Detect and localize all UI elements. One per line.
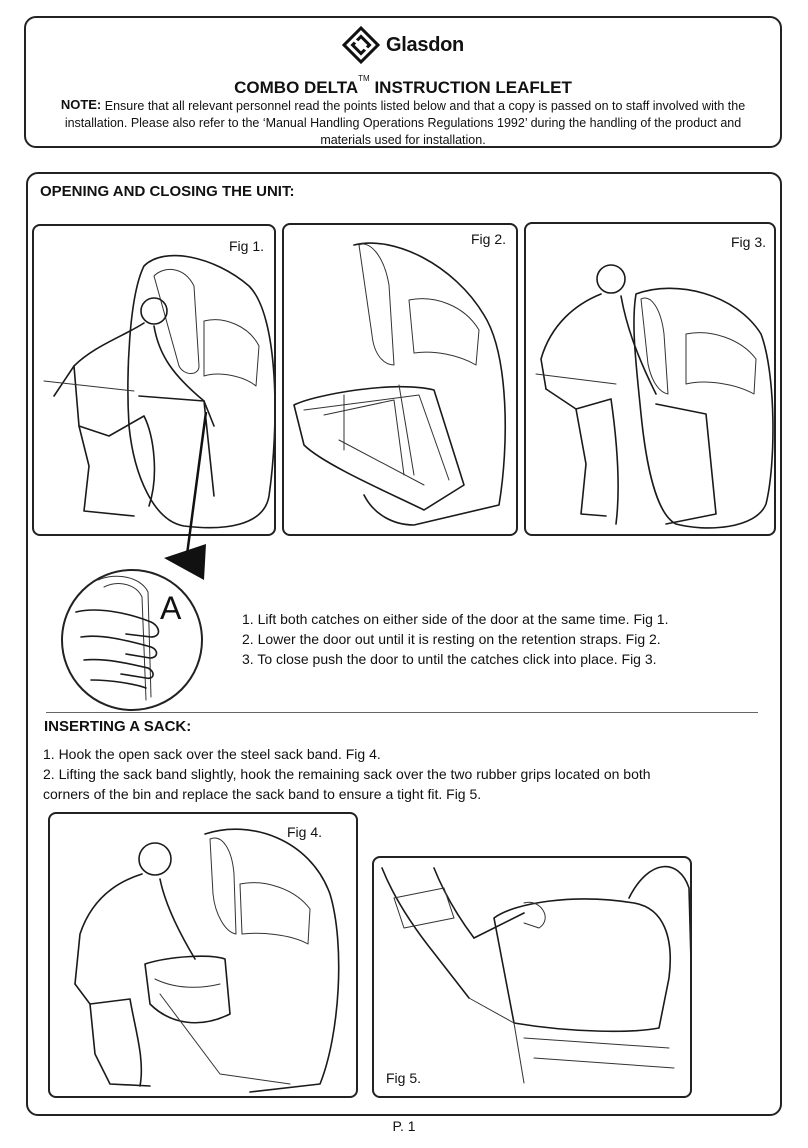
detail-a-illustration	[61, 412, 208, 711]
header-box: Glasdon COMBO DELTATM INSTRUCTION LEAFLE…	[24, 16, 782, 148]
fig3-illustration	[535, 264, 774, 529]
fig5-illustration	[381, 865, 690, 1084]
opening-step: 2. Lower the door out until it is restin…	[242, 631, 661, 647]
fig3-label: Fig 3.	[730, 234, 766, 250]
section-divider	[46, 712, 758, 713]
glasdon-logo-icon	[342, 26, 381, 64]
sack-step: corners of the bin and replace the sack …	[43, 786, 482, 802]
title-rest: INSTRUCTION LEAFLET	[369, 78, 572, 97]
opening-step: 3. To close push the door to until the c…	[242, 651, 657, 667]
fig4-illustration	[74, 828, 340, 1093]
note-text: Ensure that all relevant personnel read …	[64, 99, 746, 147]
sack-section-title: INSERTING A SACK:	[44, 718, 192, 735]
brand-name: Glasdon	[386, 33, 464, 56]
fig1-illustration	[43, 254, 274, 529]
title-product: COMBO DELTA	[234, 78, 359, 97]
fig3-panel: Fig 3.	[524, 222, 776, 536]
trademark-mark: TM	[358, 74, 370, 83]
fig2-label: Fig 2.	[470, 231, 506, 247]
document-title: COMBO DELTATM INSTRUCTION LEAFLET	[26, 74, 780, 98]
fig4-panel: Fig 4.	[48, 812, 358, 1098]
sack-step: 1. Hook the open sack over the steel sac…	[43, 746, 381, 762]
fig2-illustration	[293, 242, 507, 526]
fig4-label: Fig 4.	[286, 824, 322, 840]
fig1-panel: Fig 1.	[32, 224, 276, 536]
opening-steps-list: 1. Lift both catches on either side of t…	[242, 609, 668, 669]
page-number: P. 1	[392, 1118, 416, 1134]
fig5-label: Fig 5.	[386, 1070, 422, 1086]
fig2-panel: Fig 2.	[282, 223, 518, 536]
fig1-label: Fig 1.	[228, 238, 264, 254]
opening-section-title: OPENING AND CLOSING THE UNIT:	[40, 183, 295, 200]
note-paragraph: NOTE: Ensure that all relevant personnel…	[42, 96, 764, 149]
sack-steps-list: 1. Hook the open sack over the steel sac…	[43, 744, 651, 804]
sack-step: 2. Lifting the sack band slightly, hook …	[43, 766, 651, 782]
opening-step: 1. Lift both catches on either side of t…	[242, 611, 669, 627]
fig5-panel: Fig 5.	[372, 856, 692, 1098]
main-box	[26, 172, 782, 1116]
detail-a-label: A	[160, 590, 182, 626]
note-label: NOTE:	[60, 97, 102, 112]
brand-logo: Glasdon	[26, 26, 780, 64]
arrow-down-icon	[164, 544, 206, 580]
